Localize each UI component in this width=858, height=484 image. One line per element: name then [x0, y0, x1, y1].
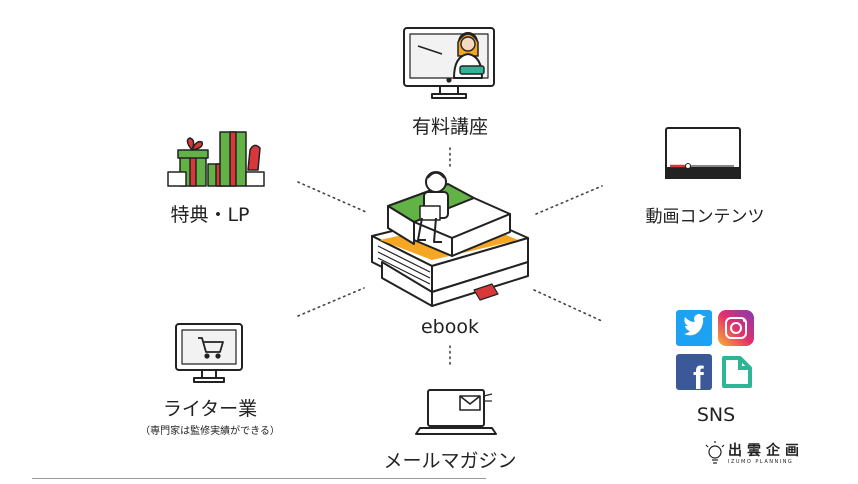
- writer-sublabel: （専門家は監修実績ができる）: [140, 426, 280, 437]
- brand-logo: 出雲企画 IZUMO PLANNING: [704, 440, 814, 470]
- connector-bonus: [297, 181, 367, 213]
- gift-boxes-icon: [167, 131, 265, 187]
- twitter-icon: [676, 310, 712, 346]
- instagram-icon: [718, 310, 754, 346]
- bonus-lp-label: 特典・LP: [170, 204, 250, 226]
- lightbulb-icon: [705, 441, 725, 464]
- connector-video: [535, 185, 603, 215]
- video-label: 動画コンテンツ: [645, 207, 765, 227]
- teacher-monitor-icon: [403, 27, 495, 99]
- sns-label: SNS: [696, 404, 736, 426]
- connector-sns: [533, 289, 605, 323]
- ebook-label: ebook: [420, 316, 479, 338]
- shopping-cart-monitor-icon: [175, 323, 243, 383]
- note-icon: [722, 356, 752, 388]
- laptop-mail-icon: [415, 389, 497, 435]
- facebook-icon: f: [676, 354, 712, 390]
- bottom-divider: [32, 478, 486, 479]
- brand-sub: IZUMO PLANNING: [728, 459, 794, 465]
- writer-label: ライター業: [162, 398, 258, 420]
- video-player-icon: [665, 127, 741, 179]
- brand-name: 出雲企画: [728, 443, 804, 459]
- mail-label: メールマガジン: [383, 450, 517, 472]
- connector-writer: [297, 287, 365, 317]
- paid-course-label: 有料講座: [411, 116, 488, 138]
